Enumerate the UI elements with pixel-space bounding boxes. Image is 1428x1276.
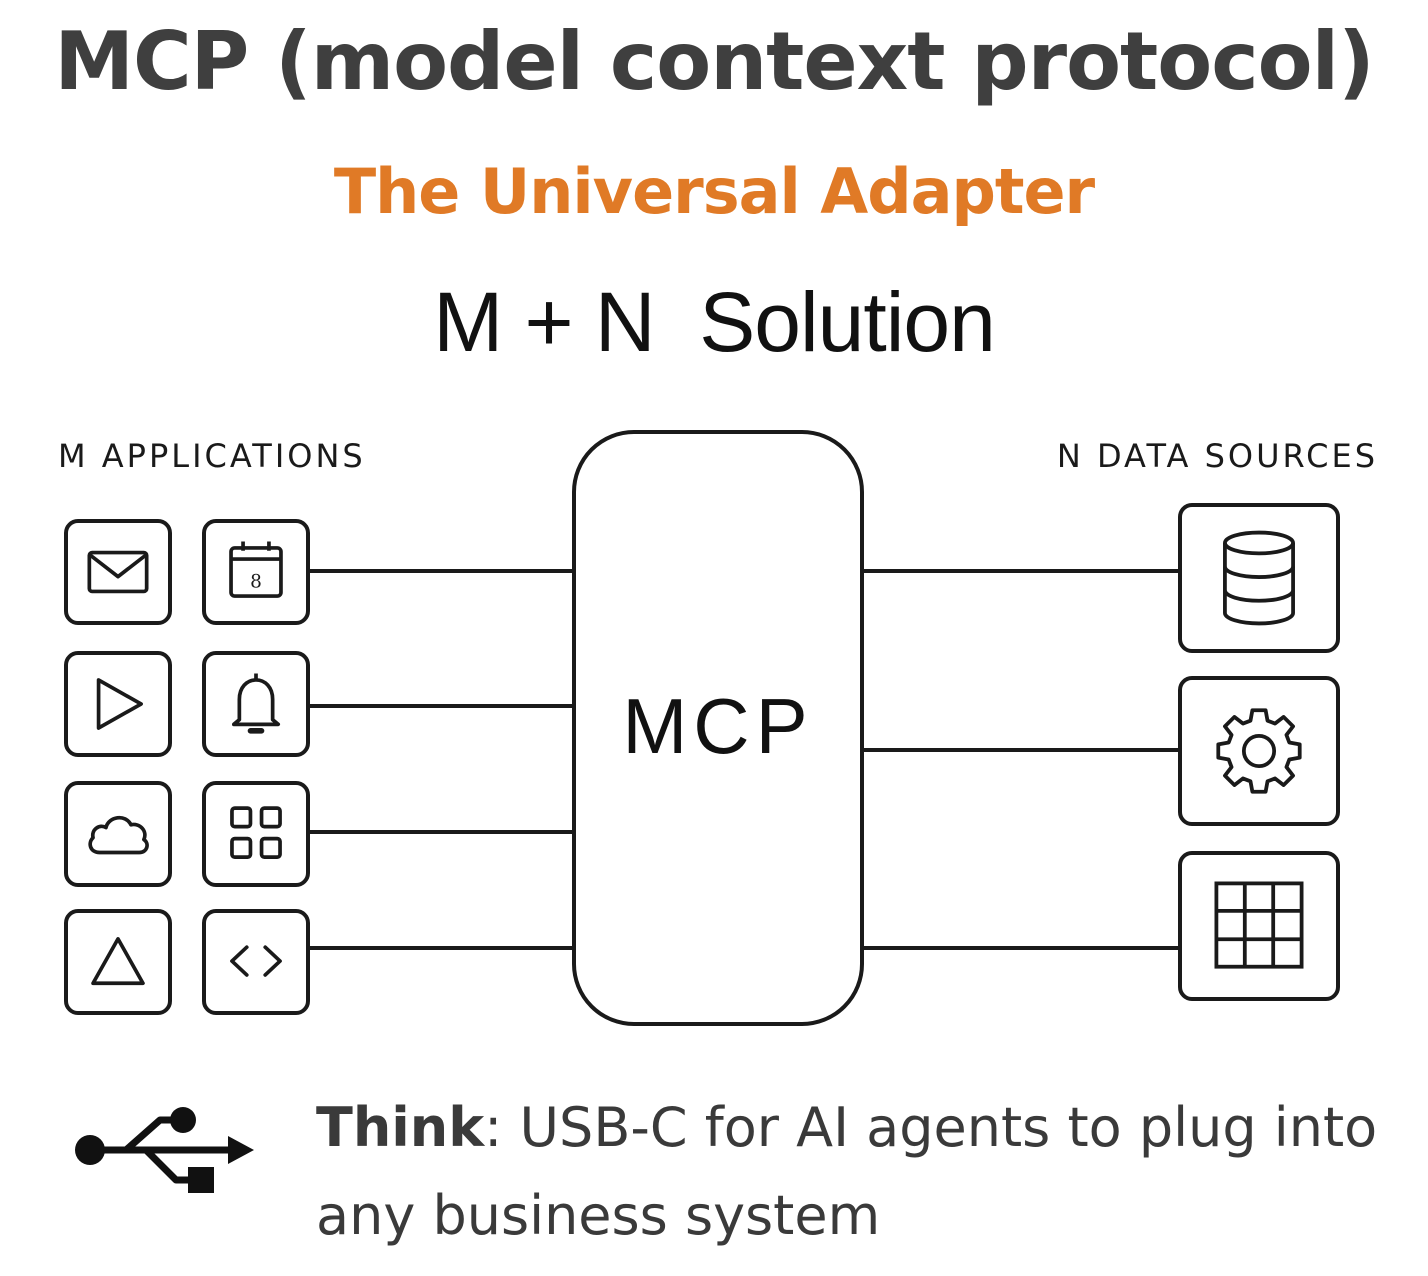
app-tile-bell bbox=[202, 651, 310, 757]
calendar-icon: 8 bbox=[229, 541, 283, 598]
think-label: Think bbox=[316, 1096, 485, 1159]
think-text: : USB-C for AI agents to plug into any b… bbox=[316, 1096, 1378, 1247]
app-tile-code bbox=[202, 909, 310, 1015]
app-tile-cloud bbox=[64, 781, 172, 887]
bell-icon bbox=[231, 673, 281, 734]
page-title: MCP (model context protocol) bbox=[54, 15, 1374, 108]
calendar-day: 8 bbox=[250, 572, 262, 593]
source-tile-table bbox=[1178, 851, 1340, 1001]
code-icon bbox=[230, 945, 282, 977]
app-tile-play bbox=[64, 651, 172, 757]
source-tile-database bbox=[1178, 503, 1340, 653]
connector-line bbox=[862, 569, 1180, 573]
app-tile-calendar: 8 bbox=[202, 519, 310, 625]
apps-grid-icon bbox=[230, 806, 282, 859]
cloud-icon bbox=[88, 815, 149, 855]
connector-line bbox=[308, 704, 574, 708]
connector-line bbox=[862, 748, 1180, 752]
database-icon bbox=[1223, 530, 1295, 626]
triangle-icon bbox=[91, 937, 145, 986]
formula-heading: M + N Solution bbox=[433, 275, 996, 369]
connector-line bbox=[308, 830, 574, 834]
connector-line bbox=[308, 946, 574, 950]
connector-line bbox=[862, 946, 1180, 950]
source-tile-settings bbox=[1178, 676, 1340, 826]
mail-icon bbox=[87, 550, 149, 594]
hub-label: MCP bbox=[622, 681, 814, 770]
think-caption: Think: USB-C for AI agents to plug into … bbox=[316, 1084, 1406, 1260]
gear-icon bbox=[1216, 708, 1302, 794]
mcp-hub: MCP bbox=[572, 430, 864, 1026]
connector-line bbox=[308, 569, 574, 573]
page-subtitle: The Universal Adapter bbox=[333, 155, 1095, 228]
table-grid-icon bbox=[1214, 881, 1304, 969]
data-sources-label: N DATA SOURCES bbox=[1056, 437, 1378, 475]
usb-icon bbox=[75, 1107, 254, 1193]
play-icon bbox=[96, 678, 143, 730]
app-tile-apps bbox=[202, 781, 310, 887]
app-tile-drive bbox=[64, 909, 172, 1015]
applications-label: M APPLICATIONS bbox=[58, 437, 366, 475]
app-tile-mail bbox=[64, 519, 172, 625]
